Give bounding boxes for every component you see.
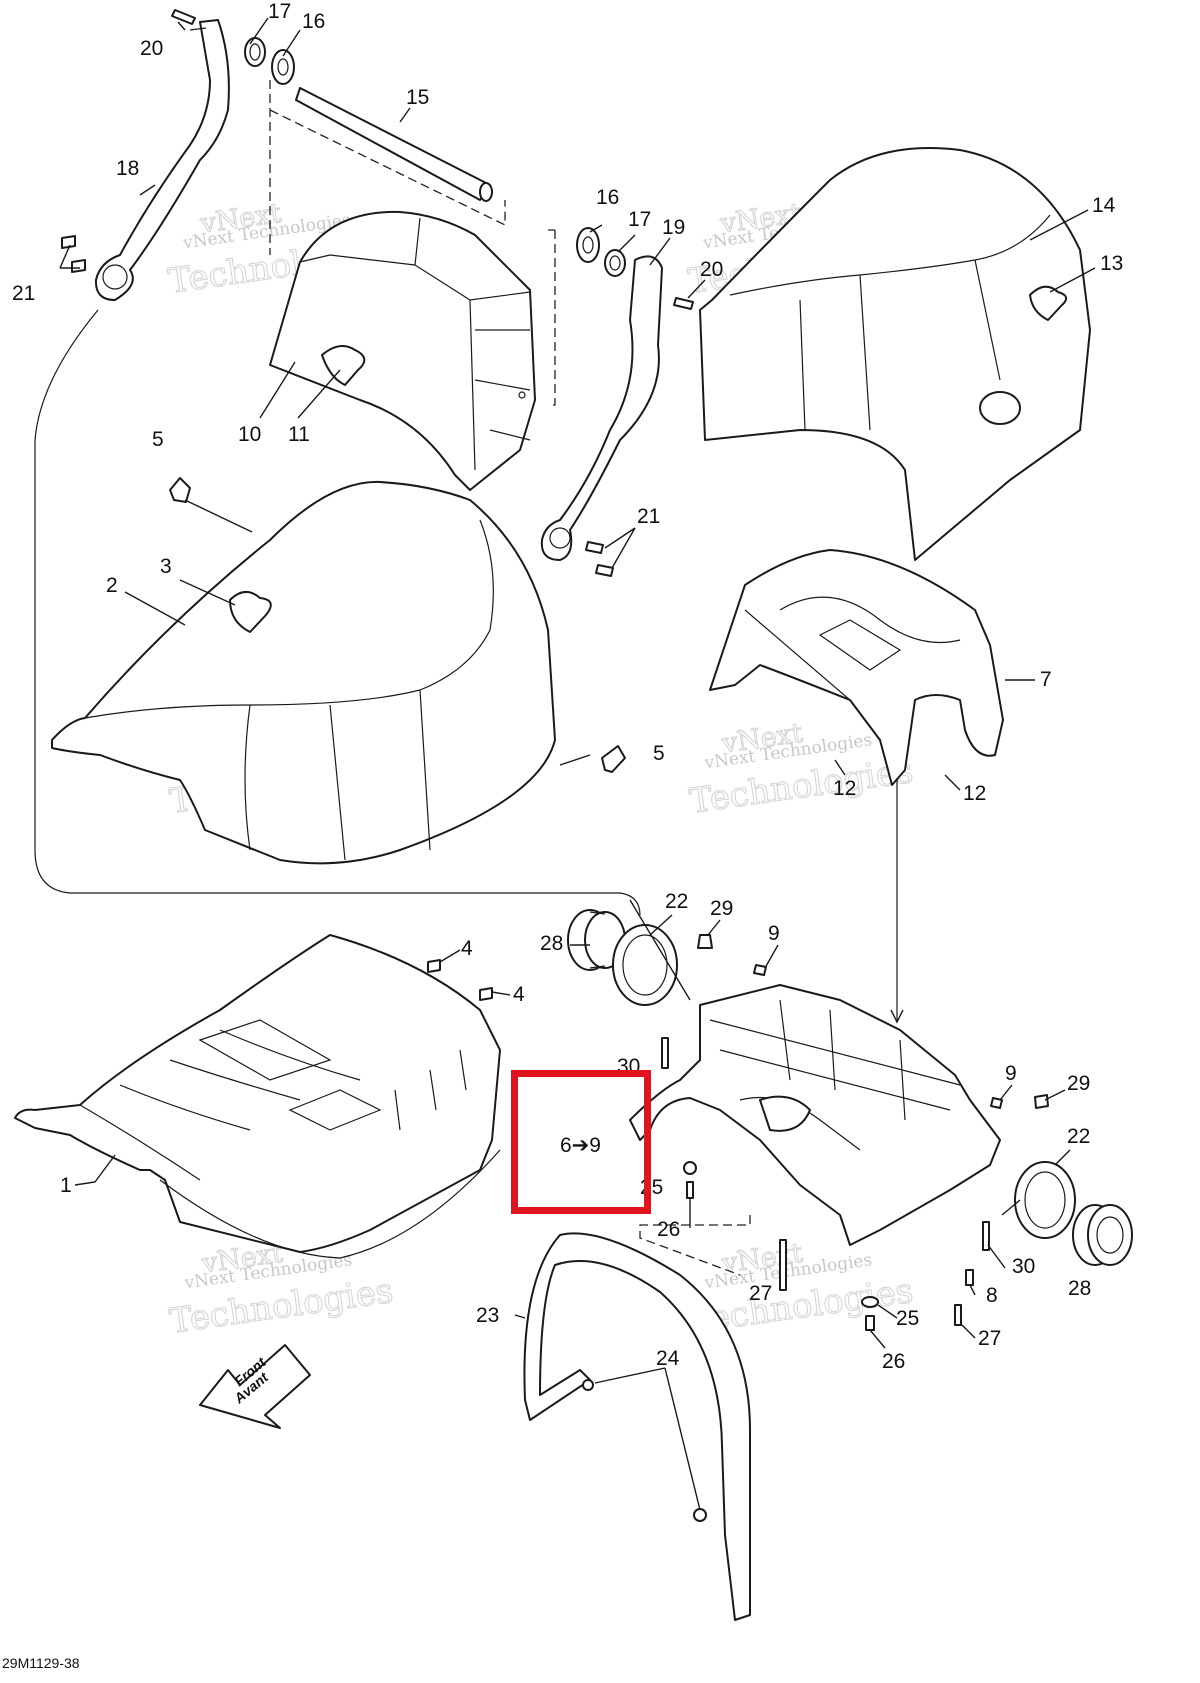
callout-26-left: 26: [657, 1218, 680, 1241]
callout-29-right: 29: [1067, 1072, 1090, 1095]
callout-5-top: 5: [152, 428, 164, 451]
callout-4-top: 4: [461, 937, 473, 960]
storage-bin-7: [709, 549, 1004, 786]
callout-20-mid: 20: [700, 258, 723, 281]
callout-labels: 20 17 16 15 18 21 10 11 5 3 2 16 17 19 2…: [12, 0, 1123, 1373]
leader-lines: [59, 17, 1096, 1511]
callout-26-right: 26: [882, 1350, 905, 1373]
callout-13: 13: [1100, 252, 1123, 275]
dash-guide-left: [269, 80, 506, 255]
document-code: 29M1129-38: [2, 1655, 80, 1671]
callout-24: 24: [656, 1347, 680, 1370]
callout-29-top: 29: [710, 897, 733, 920]
seat-base-tray-1: [14, 934, 501, 1259]
spacer-16-top: [271, 49, 295, 85]
backrest-bracket-left: [94, 19, 230, 301]
rear-hardware: [661, 934, 1049, 1331]
callout-16-mid: 16: [596, 186, 619, 209]
callout-9-top: 9: [768, 922, 780, 945]
callout-7: 7: [1040, 668, 1052, 691]
callout-14: 14: [1092, 194, 1116, 217]
callout-16: 16: [302, 10, 325, 33]
callout-28-bottom: 28: [1068, 1277, 1091, 1300]
backrest-pad-10: [269, 210, 536, 491]
fasteners-4: [427, 959, 493, 1001]
callout-1: 1: [60, 1174, 72, 1197]
dash-guide-bottom: [639, 1215, 751, 1276]
dash-guide-mid: [548, 229, 556, 406]
callout-28-top: 28: [540, 932, 563, 955]
shaft-15: [295, 87, 493, 202]
clip-5-top: [169, 477, 191, 503]
callout-22-bottom: 22: [1067, 1125, 1090, 1148]
passenger-seat-14: [699, 147, 1091, 561]
routing-line-left: [34, 309, 641, 916]
highlight-box: [511, 1070, 651, 1214]
callout-19: 19: [662, 216, 685, 239]
callout-2: 2: [106, 574, 118, 597]
wheel-28-bottom: [1072, 1204, 1133, 1266]
callout-15: 15: [406, 86, 429, 109]
spacer-16-mid: [576, 227, 600, 263]
callout-5-bottom: 5: [653, 742, 665, 765]
seat-frame-assembly: [629, 984, 1001, 1246]
driver-seat-2: [51, 480, 556, 865]
callout-9-right: 9: [1005, 1062, 1017, 1085]
callout-18: 18: [116, 157, 139, 180]
callout-12-right: 12: [963, 782, 986, 805]
callout-20: 20: [140, 37, 163, 60]
bolt-20-mid: [673, 297, 694, 310]
callout-21-right: 21: [637, 505, 660, 528]
callout-21: 21: [12, 282, 35, 305]
callout-27-left: 27: [749, 1282, 772, 1305]
front-direction-arrow: Front Avant: [199, 1344, 311, 1429]
callout-30-right: 30: [1012, 1255, 1035, 1278]
callout-17-mid: 17: [628, 208, 651, 231]
callout-3: 3: [160, 555, 172, 578]
backrest-bracket-right: [540, 255, 663, 561]
callout-8: 8: [986, 1284, 998, 1307]
callout-4-bottom: 4: [513, 983, 525, 1006]
callout-25-right: 25: [896, 1307, 919, 1330]
rear-strap-23: [523, 1232, 751, 1621]
screws-21-right: [585, 541, 614, 577]
callout-10: 10: [238, 423, 261, 446]
screws-21-left: [61, 235, 86, 273]
ring-22-bottom: [1014, 1161, 1076, 1239]
callout-27-right: 27: [978, 1327, 1001, 1350]
washer-17-mid: [604, 249, 626, 277]
callout-23: 23: [476, 1304, 499, 1327]
callout-11: 11: [288, 423, 310, 446]
washer-17-top: [244, 37, 266, 67]
fasteners-24: [582, 1379, 707, 1522]
bolt-20-top: [171, 9, 196, 25]
callout-17: 17: [268, 0, 291, 23]
clip-5-bottom: [601, 745, 626, 773]
callout-12-left: 12: [833, 777, 856, 800]
callout-22-top: 22: [665, 890, 688, 913]
highlight-label: 6➔9: [560, 1134, 601, 1157]
ring-22-top: [612, 924, 678, 1006]
